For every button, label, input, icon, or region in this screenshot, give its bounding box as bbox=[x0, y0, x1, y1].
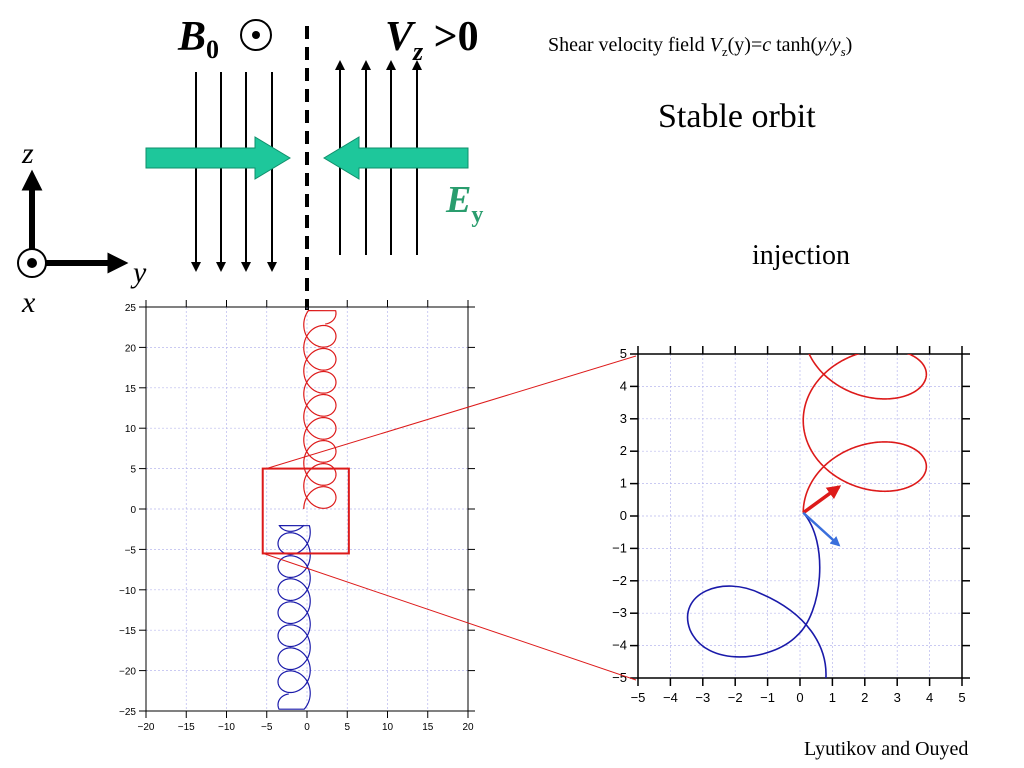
b0-label: B0 bbox=[177, 14, 219, 64]
x-tick-label: 15 bbox=[422, 722, 434, 733]
x-tick-label: 0 bbox=[796, 690, 803, 705]
y-tick-label: −3 bbox=[612, 605, 627, 620]
y-tick-label: −15 bbox=[119, 626, 136, 637]
zoom-orbit-chart: −5 −4 −3 −2 −1 0 1 2 3 4 5 −5 −4 −3 −2 −1 0 1 2 3 4 5 bbox=[612, 346, 970, 705]
y-tick-label: 20 bbox=[125, 343, 137, 354]
axis-y-label: y bbox=[130, 256, 147, 289]
zoom-connector-top bbox=[264, 355, 637, 470]
zoom-box bbox=[261, 467, 350, 555]
x-tick-label: −15 bbox=[178, 722, 195, 733]
shear-velocity-formula: Shear velocity field Vz(y)=c tanh(y/ys) bbox=[548, 34, 853, 59]
blue-orbit-line bbox=[277, 524, 311, 710]
injection-label: injection bbox=[752, 240, 850, 271]
y-tick-label: 15 bbox=[125, 384, 137, 395]
y-tick-label: 3 bbox=[620, 411, 627, 426]
x-tick-label: −10 bbox=[218, 722, 235, 733]
red-orbit-line bbox=[802, 354, 928, 513]
y-tick-label: 0 bbox=[130, 505, 136, 516]
zoom-connector-bottom bbox=[264, 553, 637, 681]
ey-arrow-right bbox=[145, 136, 291, 180]
y-tick-label: 2 bbox=[620, 443, 627, 458]
y-tick-label: 5 bbox=[130, 465, 136, 476]
vz-label: Vz >0 bbox=[385, 14, 479, 66]
axis-x-label: x bbox=[21, 286, 36, 319]
x-tick-label: −2 bbox=[728, 690, 743, 705]
x-tick-label: 5 bbox=[958, 690, 965, 705]
x-tick-label: 20 bbox=[462, 722, 474, 733]
red-orbit-line bbox=[303, 310, 337, 510]
orbit-title: Stable orbit bbox=[658, 98, 816, 135]
x-tick-label: −5 bbox=[261, 722, 273, 733]
y-tick-label: 0 bbox=[620, 508, 627, 523]
x-tick-label: −1 bbox=[760, 690, 775, 705]
x-tick-label: 0 bbox=[304, 722, 310, 733]
y-tick-label: −5 bbox=[612, 670, 627, 685]
y-tick-label: −25 bbox=[119, 707, 136, 718]
b-field-lines-down bbox=[191, 72, 277, 272]
injection-arrow-red bbox=[802, 485, 842, 515]
x-tick-label: 4 bbox=[926, 690, 933, 705]
y-tick-label: 10 bbox=[125, 424, 137, 435]
x-tick-label: −20 bbox=[138, 722, 155, 733]
injection-arrow-blue bbox=[802, 511, 841, 547]
x-tick-label: 10 bbox=[382, 722, 394, 733]
coordinate-axes bbox=[17, 169, 129, 278]
y-tick-label: −4 bbox=[612, 638, 627, 653]
x-tick-label: −5 bbox=[631, 690, 646, 705]
x-tick-label: −3 bbox=[695, 690, 710, 705]
y-tick-label: 1 bbox=[620, 476, 627, 491]
x-tick-label: 3 bbox=[894, 690, 901, 705]
y-tick-label: −10 bbox=[119, 586, 136, 597]
y-tick-label: 25 bbox=[125, 303, 137, 314]
y-tick-label: −5 bbox=[125, 545, 137, 556]
out-of-page-icon bbox=[240, 19, 272, 51]
y-tick-label: −1 bbox=[612, 540, 627, 555]
x-tick-label: 5 bbox=[344, 722, 350, 733]
y-tick-label: 5 bbox=[620, 346, 627, 361]
y-tick-label: 4 bbox=[620, 378, 627, 393]
credit-text: Lyutikov and Ouyed bbox=[804, 738, 969, 760]
ey-arrow-left bbox=[323, 136, 469, 180]
ey-label: Ey bbox=[445, 179, 483, 228]
y-tick-label: −20 bbox=[119, 667, 136, 678]
x-tick-label: −4 bbox=[663, 690, 678, 705]
blue-orbit-line bbox=[686, 512, 827, 678]
y-tick-label: −2 bbox=[612, 573, 627, 588]
x-tick-label: 2 bbox=[861, 690, 868, 705]
x-tick-label: 1 bbox=[829, 690, 836, 705]
axis-z-label: z bbox=[21, 137, 34, 170]
